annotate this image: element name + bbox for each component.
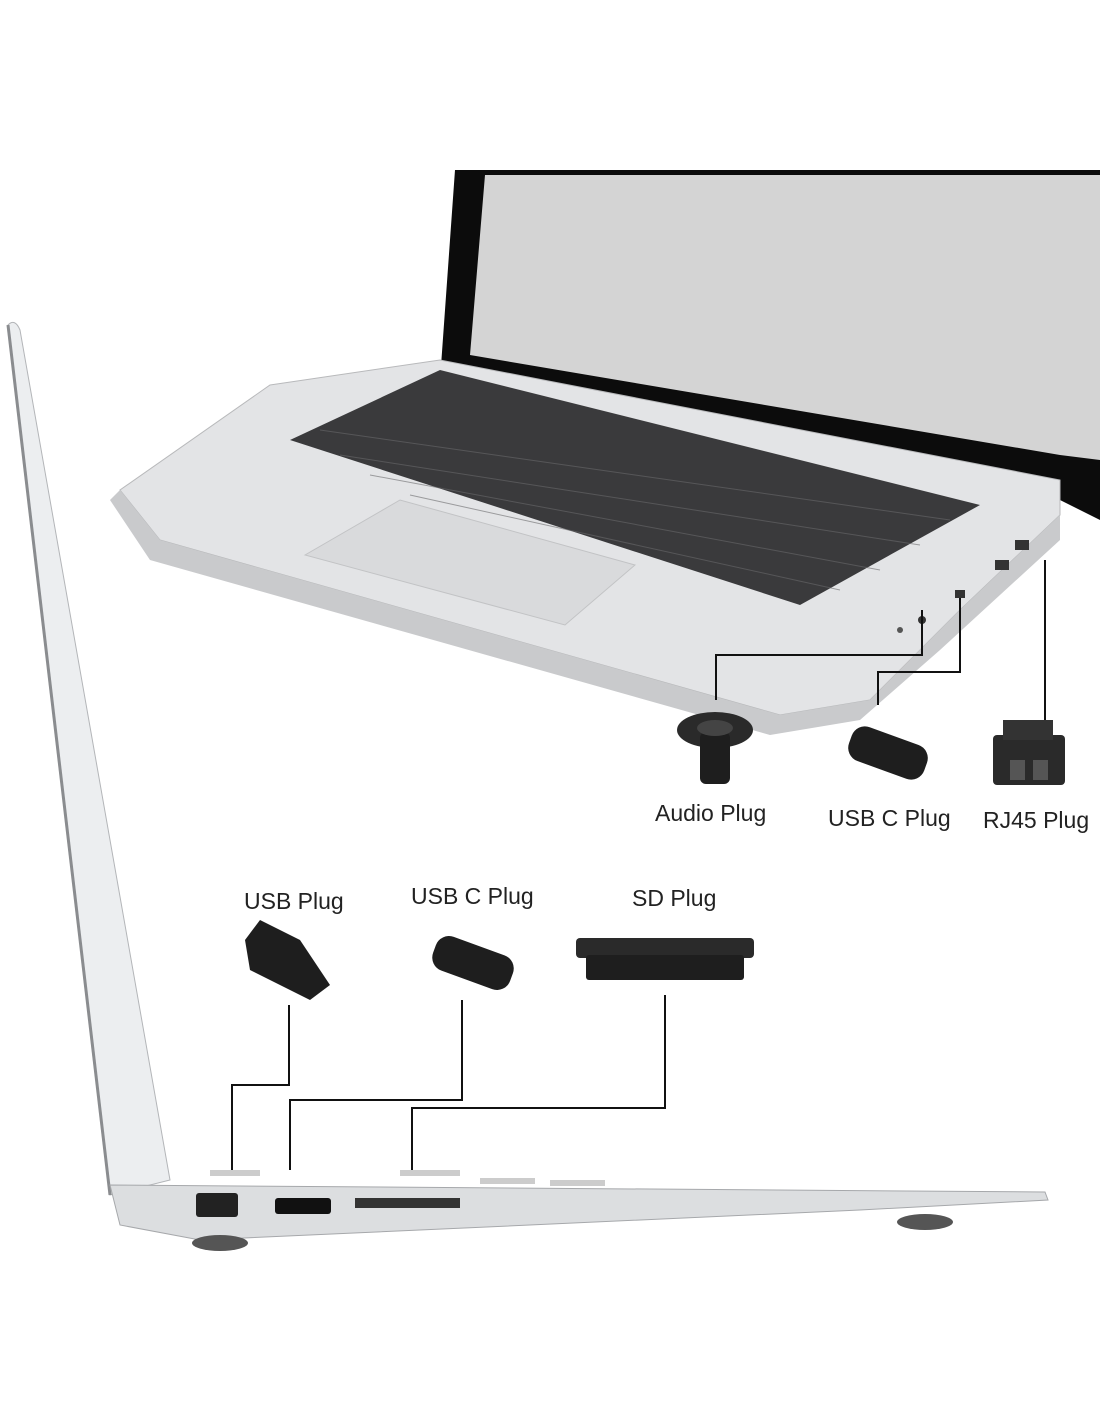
usbc-plug-bottom [432,936,514,990]
open-laptop [110,170,1100,735]
usb-plug [245,920,330,1000]
leader-audio [715,610,923,700]
sd-slot [355,1198,460,1208]
side-laptop-base [109,1184,1049,1241]
leader-usbc-top [877,598,961,705]
leader-lines [231,560,1046,1170]
label-audio-plug: Audio Plug [655,800,767,826]
laptop-screen [470,175,1100,460]
usbc-plug-top [848,726,928,780]
leader-sd [411,995,666,1170]
keyboard [290,370,980,605]
audio-plug [677,712,753,784]
usb-port [196,1193,238,1217]
leader-usbc-bottom [289,1000,463,1170]
leader-usb [231,1005,290,1170]
usbc-port [275,1198,331,1214]
label-usbc-plug-bottom: USB C Plug [411,883,534,909]
side-laptop [6,321,1049,1251]
rj45-plug [993,720,1065,785]
label-sd-plug: SD Plug [632,885,717,911]
side-laptop-lid [7,321,171,1196]
keyboard-keys [319,429,951,591]
label-rj45-plug: RJ45 Plug [983,807,1090,833]
sd-plug [576,938,754,980]
label-usbc-plug-top: USB C Plug [828,805,951,831]
label-usb-plug: USB Plug [244,888,344,914]
trackpad [303,499,637,626]
